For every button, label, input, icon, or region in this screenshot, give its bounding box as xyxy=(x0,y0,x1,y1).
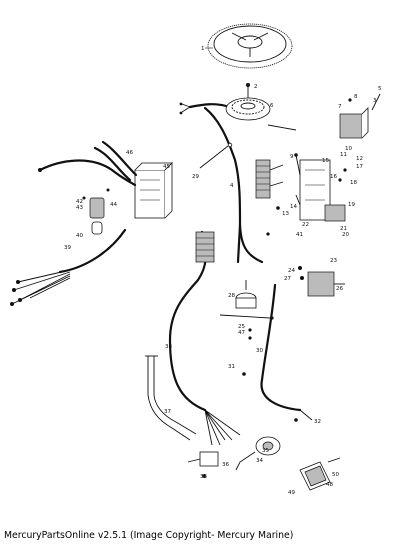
callout-8: 8 xyxy=(354,94,358,100)
callout-14: 14 xyxy=(290,204,297,210)
callout-35: 35 xyxy=(262,448,269,454)
flywheel xyxy=(205,23,293,69)
remote-control-cable xyxy=(145,355,197,441)
callout-38: 38 xyxy=(165,344,172,350)
spark-plug-leads xyxy=(10,228,127,306)
callout-20: 20 xyxy=(342,232,349,238)
callout-24: 24 xyxy=(288,268,295,274)
callout-39: 39 xyxy=(64,245,71,251)
callout-21: 21 xyxy=(340,226,347,232)
parts-diagram: 1 2 3 4 5 6 7 8 9 10 11 12 13 14 15 16 1… xyxy=(10,23,382,496)
harness-connector xyxy=(255,159,284,199)
switch-plate xyxy=(299,457,341,491)
battery-cable xyxy=(260,283,313,421)
callout-47: 47 xyxy=(238,330,245,336)
wiring-harness xyxy=(179,102,297,264)
callout-15: 15 xyxy=(322,158,329,164)
callout-3: 3 xyxy=(373,98,377,104)
callout-46: 46 xyxy=(126,150,133,156)
callout-48: 48 xyxy=(326,482,333,488)
callout-23: 23 xyxy=(330,258,337,264)
fuse-holder xyxy=(235,280,257,309)
starter-solenoid xyxy=(298,266,345,297)
callout-36: 36 xyxy=(222,462,229,468)
callout-49: 49 xyxy=(288,490,295,496)
callout-34: 34 xyxy=(256,458,263,464)
callout-32: 32 xyxy=(314,419,321,425)
callout-45: 45 xyxy=(163,164,170,170)
callout-13: 13 xyxy=(282,211,289,217)
fasteners xyxy=(202,206,298,478)
callout-41: 41 xyxy=(296,232,303,238)
ignition-key-switch xyxy=(235,436,281,471)
callout-40: 40 xyxy=(76,233,83,239)
callout-31: 31 xyxy=(228,364,235,370)
callout-29: 29 xyxy=(192,174,199,180)
callout-37: 37 xyxy=(164,409,171,415)
callout-6: 6 xyxy=(270,103,274,109)
callout-10: 10 xyxy=(345,146,352,152)
callout-11: 11 xyxy=(340,152,347,158)
callout-28: 28 xyxy=(228,293,235,299)
callout-9: 9 xyxy=(290,154,294,160)
callout-18: 18 xyxy=(350,180,357,186)
callout-27: 27 xyxy=(284,276,291,282)
callout-26: 26 xyxy=(336,286,343,292)
callout-30: 30 xyxy=(256,348,263,354)
callout-16: 16 xyxy=(330,174,337,180)
regulator xyxy=(339,93,381,139)
flywheel-nut xyxy=(246,83,250,100)
starter-solenoid-bracket xyxy=(294,153,347,222)
lead-wire xyxy=(199,142,233,169)
callout-2: 2 xyxy=(254,84,258,90)
image-caption: MercuryPartsOnline v2.5.1 (Image Copyrig… xyxy=(4,530,294,541)
callout-5: 5 xyxy=(378,86,382,92)
front-harness xyxy=(168,230,241,446)
stator xyxy=(225,97,271,121)
neutral-switch xyxy=(187,451,219,467)
callout-labels: 1 2 3 4 5 6 7 8 9 10 11 12 13 14 15 16 1… xyxy=(64,46,382,496)
callout-44: 44 xyxy=(110,202,117,208)
callout-33: 33 xyxy=(200,474,207,480)
callout-43: 43 xyxy=(76,205,83,211)
callout-19: 19 xyxy=(348,202,355,208)
switch-box xyxy=(134,162,173,219)
rectifier xyxy=(82,188,110,235)
callout-50: 50 xyxy=(332,472,339,478)
callout-42: 42 xyxy=(76,199,83,205)
callout-25: 25 xyxy=(238,324,245,330)
callout-22: 22 xyxy=(302,222,309,228)
callout-7: 7 xyxy=(338,104,342,110)
battery-lead xyxy=(219,314,274,320)
callout-17: 17 xyxy=(356,164,363,170)
coil-wires xyxy=(38,140,138,187)
callout-1: 1 xyxy=(201,46,205,52)
callout-4: 4 xyxy=(230,183,234,189)
callout-12: 12 xyxy=(356,156,363,162)
